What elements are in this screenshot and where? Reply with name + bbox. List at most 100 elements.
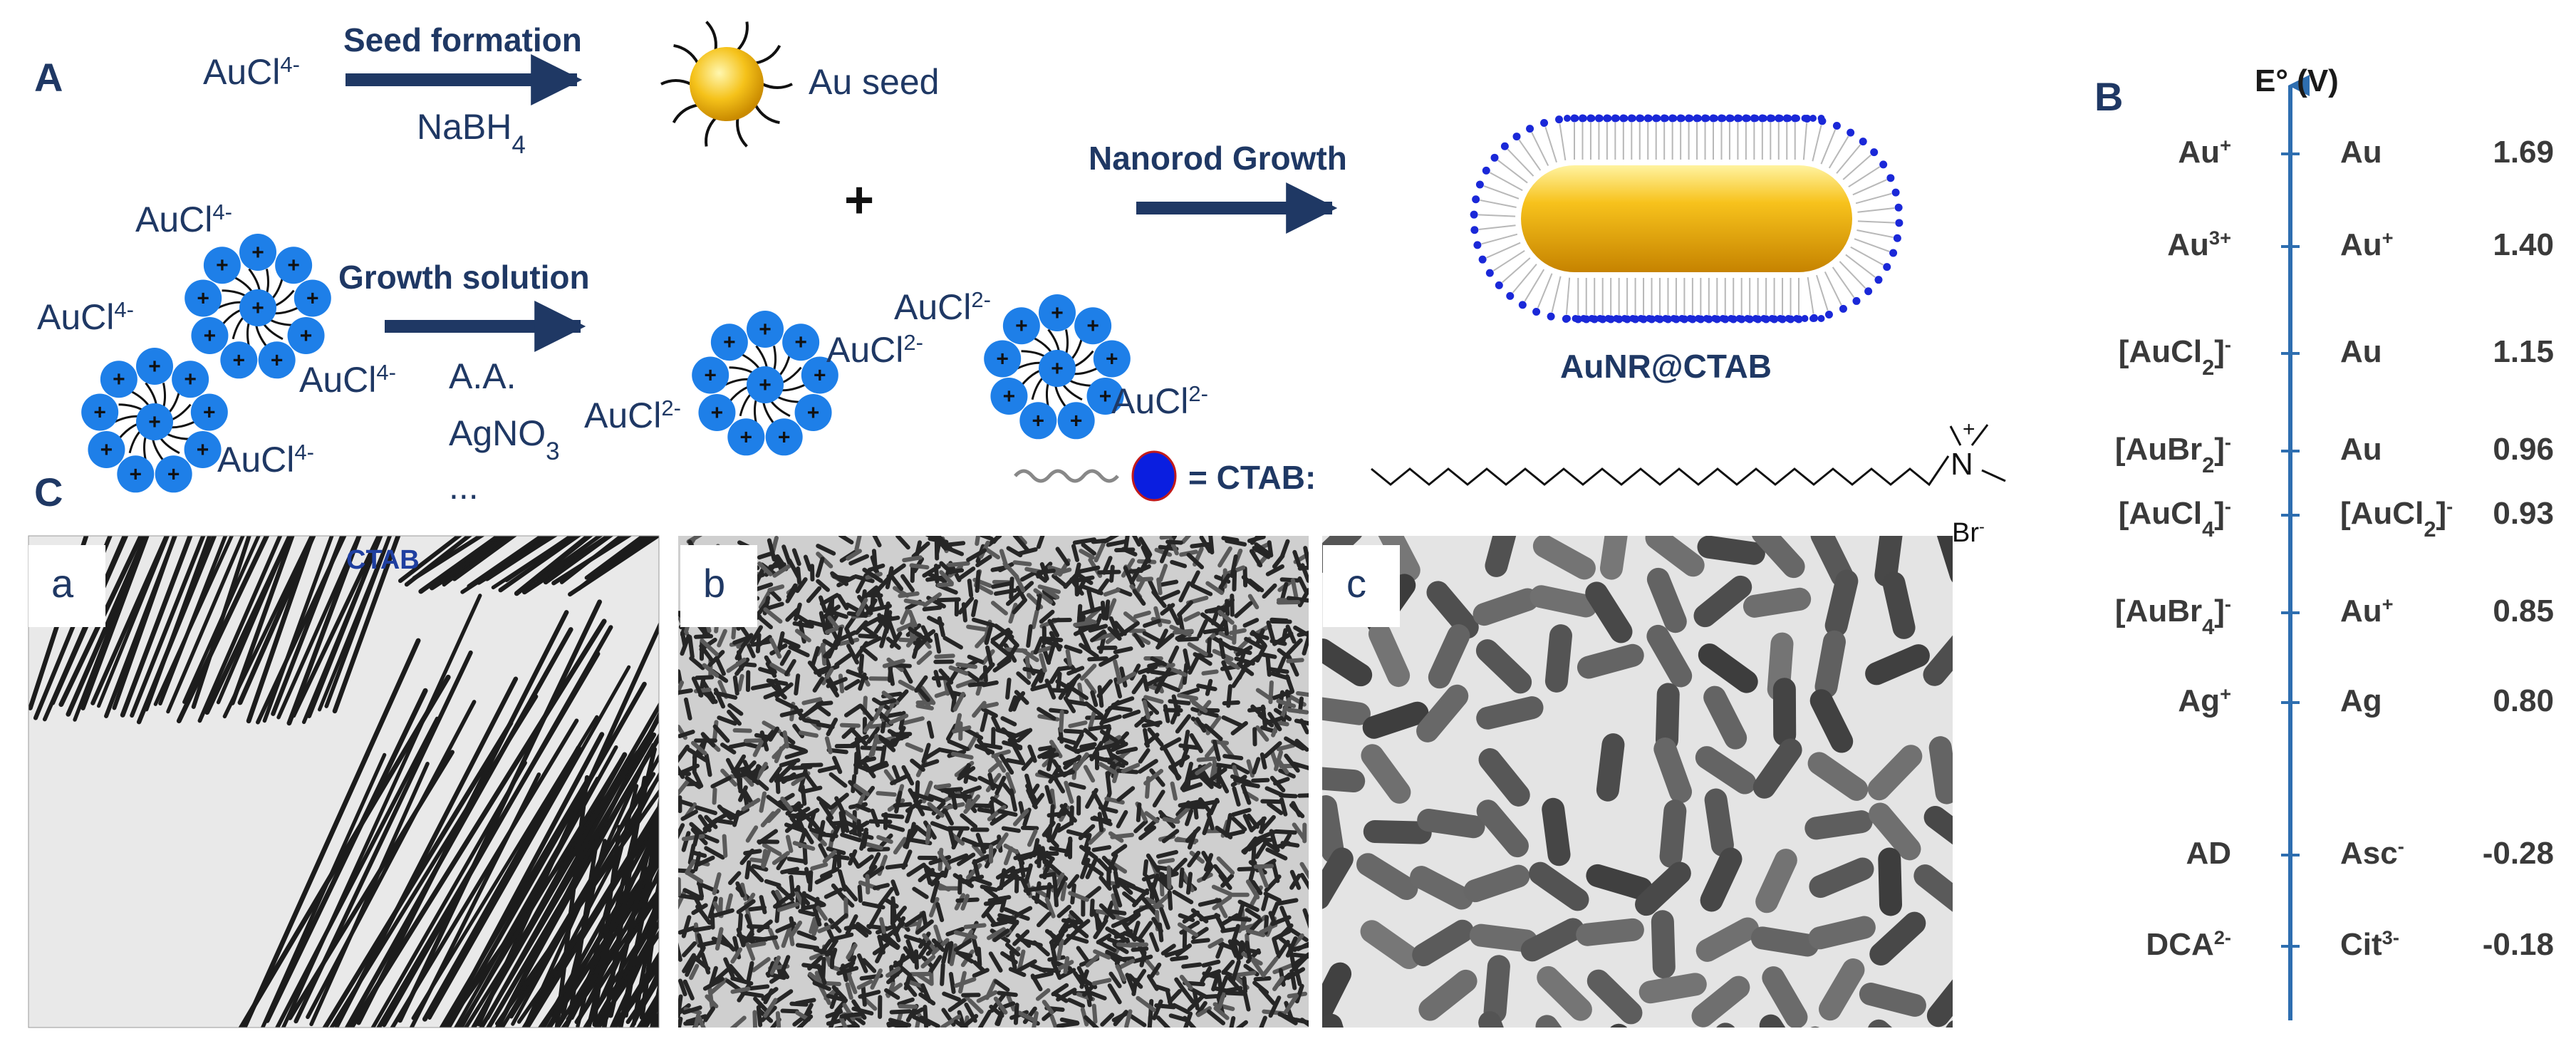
tem-overlay-text: CTAB xyxy=(346,545,420,575)
svg-text:+: + xyxy=(287,254,300,277)
ctab-head xyxy=(88,431,125,468)
ctab-head xyxy=(984,340,1022,378)
growth-micelle-2: ++++++++++ xyxy=(692,311,838,456)
seed-product-label: Au seed xyxy=(809,62,939,102)
seed-reducer: NaBH4 xyxy=(417,107,526,159)
ctab-head xyxy=(794,394,832,431)
svg-text:+: + xyxy=(1051,357,1064,381)
ctab-head xyxy=(239,234,276,271)
reductant-label: Au xyxy=(2340,135,2382,170)
ctab-head xyxy=(727,418,765,456)
svg-text:+: + xyxy=(759,318,772,341)
nanorod-product-label: AuNR@CTAB xyxy=(1560,348,1772,385)
svg-text:+: + xyxy=(723,331,736,354)
ctab-head xyxy=(1057,402,1095,440)
panel-label-b: B xyxy=(2094,74,2123,119)
potential-value: 1.15 xyxy=(2493,334,2554,369)
svg-text:+: + xyxy=(759,373,772,397)
svg-text:+: + xyxy=(130,462,142,486)
ctab-head xyxy=(990,378,1028,415)
ctab-head xyxy=(190,393,228,431)
methyl-bond xyxy=(1970,424,1989,446)
oxidant-label: Ag+ xyxy=(2178,683,2231,719)
micelle-label: AuCl2- xyxy=(584,395,681,436)
tem-image-a xyxy=(28,535,660,1028)
micelle: ++++++++++ xyxy=(185,234,331,379)
ammonium-n: N xyxy=(1951,447,1973,482)
ctab-tail-icon xyxy=(1014,469,1119,483)
ctab-head xyxy=(191,317,229,354)
growth-step-label: Growth solution xyxy=(338,259,590,296)
ammonium-charge: + xyxy=(1963,418,1975,441)
au-seed xyxy=(660,21,793,147)
ctab-head xyxy=(1039,350,1076,387)
ctab-head xyxy=(155,455,192,493)
ctab-head xyxy=(203,247,241,284)
svg-text:+: + xyxy=(167,462,180,486)
seed-precursor: AuCl4- xyxy=(203,52,300,93)
reductant-label: Asc- xyxy=(2340,835,2404,871)
ctab-legend-label: = CTAB: xyxy=(1188,459,1316,496)
svg-text:+: + xyxy=(100,438,113,462)
plus-sign: + xyxy=(844,172,874,229)
ctab-head xyxy=(287,317,325,354)
svg-text:+: + xyxy=(148,355,161,378)
oxidant-label: [AuBr4]- xyxy=(2115,593,2231,639)
growth-reagent: ... xyxy=(449,467,479,507)
panel-label-c: C xyxy=(34,470,63,514)
svg-text:+: + xyxy=(1086,314,1099,338)
oxidant-label: Au+ xyxy=(2178,134,2231,170)
svg-text:+: + xyxy=(306,286,319,310)
ctab-head xyxy=(710,324,748,361)
reductant-label: Au xyxy=(2340,334,2382,369)
micelle-label: AuCl4- xyxy=(299,360,396,400)
svg-text:+: + xyxy=(778,425,791,449)
potential-value: 1.40 xyxy=(2493,227,2554,262)
potential-value: 0.80 xyxy=(2493,683,2554,718)
svg-text:+: + xyxy=(1106,347,1118,371)
svg-text:+: + xyxy=(271,348,284,372)
tem-label-box xyxy=(28,545,105,627)
tem-label-c: c xyxy=(1346,561,1366,606)
tem-image-c xyxy=(1322,536,1953,1028)
growth-micelle-3: ++++++++++ xyxy=(984,294,1131,440)
nanorod-step-label: Nanorod Growth xyxy=(1089,140,1347,177)
methyl-bond xyxy=(1949,425,1962,446)
oxidant-label: DCA2- xyxy=(2146,926,2231,963)
tem-label-b: b xyxy=(703,561,725,606)
oxidant-label: AD xyxy=(2186,836,2231,871)
ctab-head xyxy=(747,311,784,348)
ctab-head xyxy=(275,247,313,284)
svg-text:+: + xyxy=(1032,409,1045,433)
reductant-label: Ag xyxy=(2340,683,2382,718)
svg-text:+: + xyxy=(1099,385,1112,408)
svg-text:+: + xyxy=(203,400,216,424)
micelle-label: AuCl2- xyxy=(1111,381,1208,422)
oxidant-label: [AuCl2]- xyxy=(2119,333,2231,380)
potential-value: 0.85 xyxy=(2493,594,2554,628)
ctab-head xyxy=(220,341,258,379)
svg-text:+: + xyxy=(93,400,106,424)
svg-text:+: + xyxy=(814,363,826,387)
ctab-head xyxy=(136,403,173,440)
svg-text:+: + xyxy=(251,296,264,320)
ctab-head xyxy=(1074,307,1112,345)
tem-label-a: a xyxy=(51,561,74,606)
micelle-label: AuCl4- xyxy=(37,297,134,338)
ctab-head xyxy=(782,324,820,361)
svg-text:+: + xyxy=(1070,409,1083,433)
ctab-head xyxy=(801,356,838,394)
ctab-head xyxy=(692,356,729,394)
svg-text:+: + xyxy=(1015,314,1028,338)
micelle-label: AuCl2- xyxy=(894,287,991,328)
svg-text:+: + xyxy=(740,425,753,449)
micelle: ++++++++++ xyxy=(692,311,838,456)
counterion: Br- xyxy=(1952,517,1985,548)
methyl-bond xyxy=(1981,469,2006,482)
oxidant-label: [AuBr2]- xyxy=(2115,431,2231,477)
ctab-head xyxy=(136,348,173,385)
reductant-label: Au xyxy=(2340,432,2382,467)
svg-text:+: + xyxy=(148,410,161,434)
svg-text:+: + xyxy=(233,348,246,372)
